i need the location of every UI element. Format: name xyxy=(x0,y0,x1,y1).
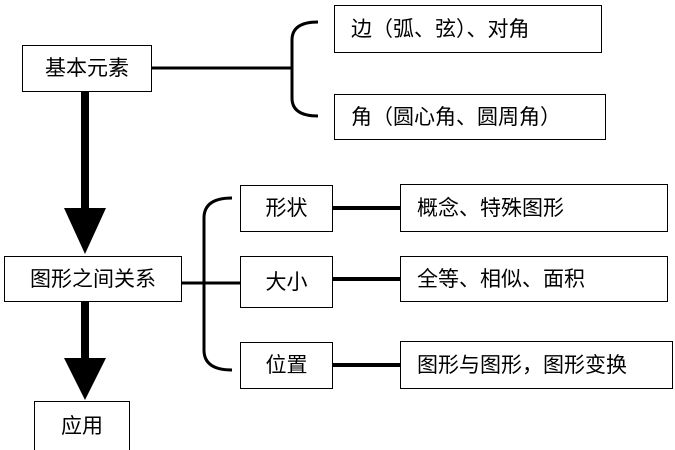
bracket-basic-elements xyxy=(290,20,319,118)
node-relations: 图形之间关系 xyxy=(4,256,182,302)
arrowhead-basic-to-relations xyxy=(64,208,106,254)
node-angles: 角（圆心角、圆周角） xyxy=(334,94,606,140)
node-transform: 图形与图形，图形变换 xyxy=(400,341,673,389)
node-position: 位置 xyxy=(240,342,333,389)
node-side-arc-chord: 边（弧、弦）、对角 xyxy=(334,5,602,53)
arrowhead-relations-to-application xyxy=(64,358,106,400)
node-congruence: 全等、相似、面积 xyxy=(400,256,668,302)
node-shape: 形状 xyxy=(240,185,333,232)
node-basic-elements: 基本元素 xyxy=(22,45,152,92)
node-application: 应用 xyxy=(34,401,130,450)
node-size: 大小 xyxy=(240,256,333,308)
node-concept: 概念、特殊图形 xyxy=(400,184,668,232)
